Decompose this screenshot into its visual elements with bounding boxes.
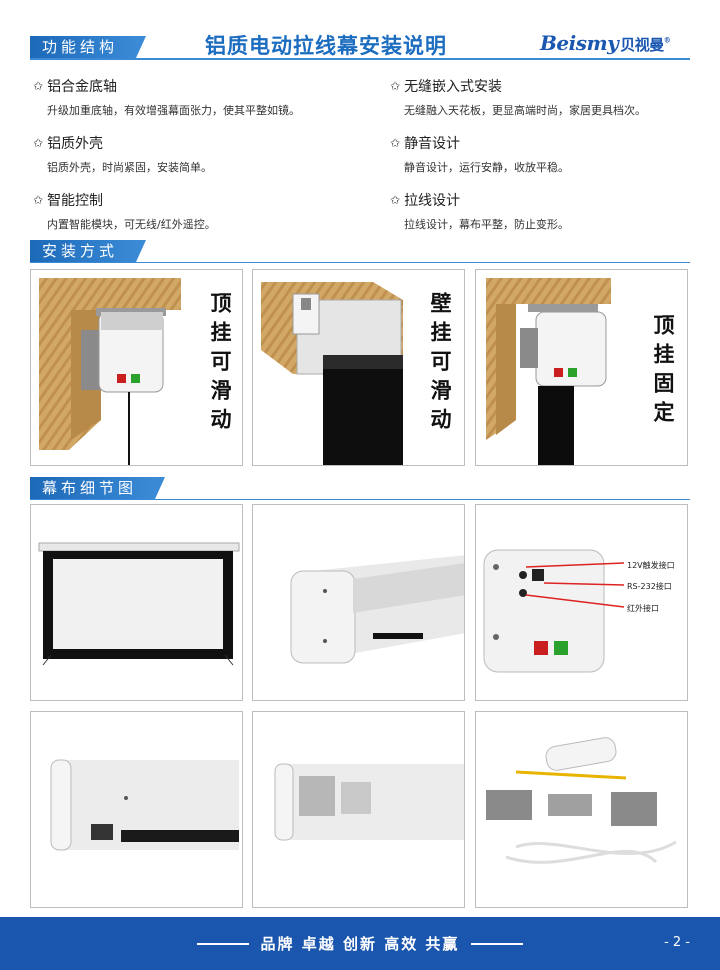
feature-item: ✩智能控制 内置智能模块，可无线/红外遥控。	[33, 190, 353, 232]
star-outline-icon: ✩	[33, 79, 44, 93]
feature-item: ✩无缝嵌入式安装 无缝融入天花板，更显高端时尚，家居更具档次。	[390, 76, 710, 118]
page-number: - 2 -	[664, 935, 690, 950]
bracket-image	[274, 763, 464, 841]
feature-title: 静音设计	[404, 136, 461, 152]
detail-photo-ports: 12V触发接口 RS-232接口 红外接口	[475, 504, 688, 701]
footer-slogan: 品牌 卓越 创新 高效 共赢	[260, 935, 460, 953]
footer-divider-right	[471, 942, 524, 945]
install-panel-ceiling-fixed: 顶挂固定	[475, 269, 688, 466]
port-label: 12V触发接口	[627, 561, 675, 570]
method-label: 顶挂固定	[648, 314, 677, 430]
port-label: 红外接口	[627, 604, 659, 613]
feature-desc: 无缝融入天花板，更显高端时尚，家居更具档次。	[404, 104, 646, 117]
feature-title: 无缝嵌入式安装	[404, 79, 503, 95]
method-label: 顶挂可滑动	[205, 292, 234, 437]
section-header-install: 安装方式	[30, 240, 147, 262]
feature-desc: 静音设计，运行安静，收放平稳。	[404, 161, 569, 174]
section-header-details: 幕布细节图	[30, 477, 166, 499]
logo-latin: Beismy	[540, 31, 619, 55]
detail-photo-accessories	[475, 711, 688, 908]
ceiling-fixed-illustration	[486, 278, 611, 465]
install-panel-ceiling-sliding: 顶挂可滑动	[30, 269, 243, 466]
page-title: 铝质电动拉线幕安装说明	[205, 34, 447, 58]
logo-mark: ®	[663, 35, 671, 45]
method-label-text: 顶挂可滑动	[208, 292, 232, 437]
feature-title: 铝质外壳	[47, 136, 104, 152]
port-label: RS-232接口	[627, 582, 672, 591]
feature-desc: 内置智能模块，可无线/红外遥控。	[47, 218, 216, 231]
feature-desc: 拉线设计，幕布平整，防止变形。	[404, 218, 569, 231]
header-rule	[30, 58, 690, 60]
feature-item: ✩铝合金底轴 升级加重底轴，有效增强幕面张力，使其平整如镜。	[33, 76, 353, 118]
detail-photo-screen	[30, 504, 243, 701]
install-rule	[30, 262, 690, 263]
feature-desc: 铝质外壳，时尚紧固，安装简单。	[47, 161, 212, 174]
detail-photo-bracket	[252, 711, 465, 908]
case-side-image	[50, 759, 239, 851]
feature-item: ✩铝质外壳 铝质外壳，时尚紧固，安装简单。	[33, 133, 353, 175]
star-outline-icon: ✩	[390, 193, 401, 207]
feature-title: 智能控制	[47, 193, 104, 209]
logo-cn: 贝视曼	[620, 36, 664, 54]
section-title-structure: 功能结构	[30, 36, 147, 58]
method-label-text: 壁挂可滑动	[428, 292, 452, 437]
star-outline-icon: ✩	[33, 193, 44, 207]
method-label: 壁挂可滑动	[425, 292, 454, 437]
screen-front-image	[38, 542, 240, 666]
footer-slogan-wrap: 品牌 卓越 创新 高效 共赢	[0, 917, 720, 970]
port-panel-image	[483, 549, 625, 673]
section-title-details: 幕布细节图	[30, 477, 166, 499]
section-title-install: 安装方式	[30, 240, 147, 262]
feature-title: 铝合金底轴	[47, 79, 118, 95]
install-panel-wall-sliding: 壁挂可滑动	[252, 269, 465, 466]
case-end-image	[290, 555, 464, 664]
footer-divider-left	[196, 942, 249, 945]
section-header-structure: 功能结构	[30, 36, 147, 58]
star-outline-icon: ✩	[33, 136, 44, 150]
footer-bar: 品牌 卓越 创新 高效 共赢 - 2 -	[0, 917, 720, 970]
accessories-image	[486, 737, 677, 864]
detail-photo-case-end	[252, 504, 465, 701]
method-label-text: 顶挂固定	[651, 314, 675, 430]
details-rule	[30, 499, 690, 500]
feature-desc: 升级加重底轴，有效增强幕面张力，使其平整如镜。	[47, 104, 300, 117]
feature-item: ✩拉线设计 拉线设计，幕布平整，防止变形。	[390, 190, 710, 232]
star-outline-icon: ✩	[390, 79, 401, 93]
feature-title: 拉线设计	[404, 193, 461, 209]
star-outline-icon: ✩	[390, 136, 401, 150]
feature-item: ✩静音设计 静音设计，运行安静，收放平稳。	[390, 133, 710, 175]
ceiling-sliding-illustration	[39, 278, 181, 465]
wall-sliding-illustration	[261, 282, 403, 465]
detail-photo-case-side	[30, 711, 243, 908]
